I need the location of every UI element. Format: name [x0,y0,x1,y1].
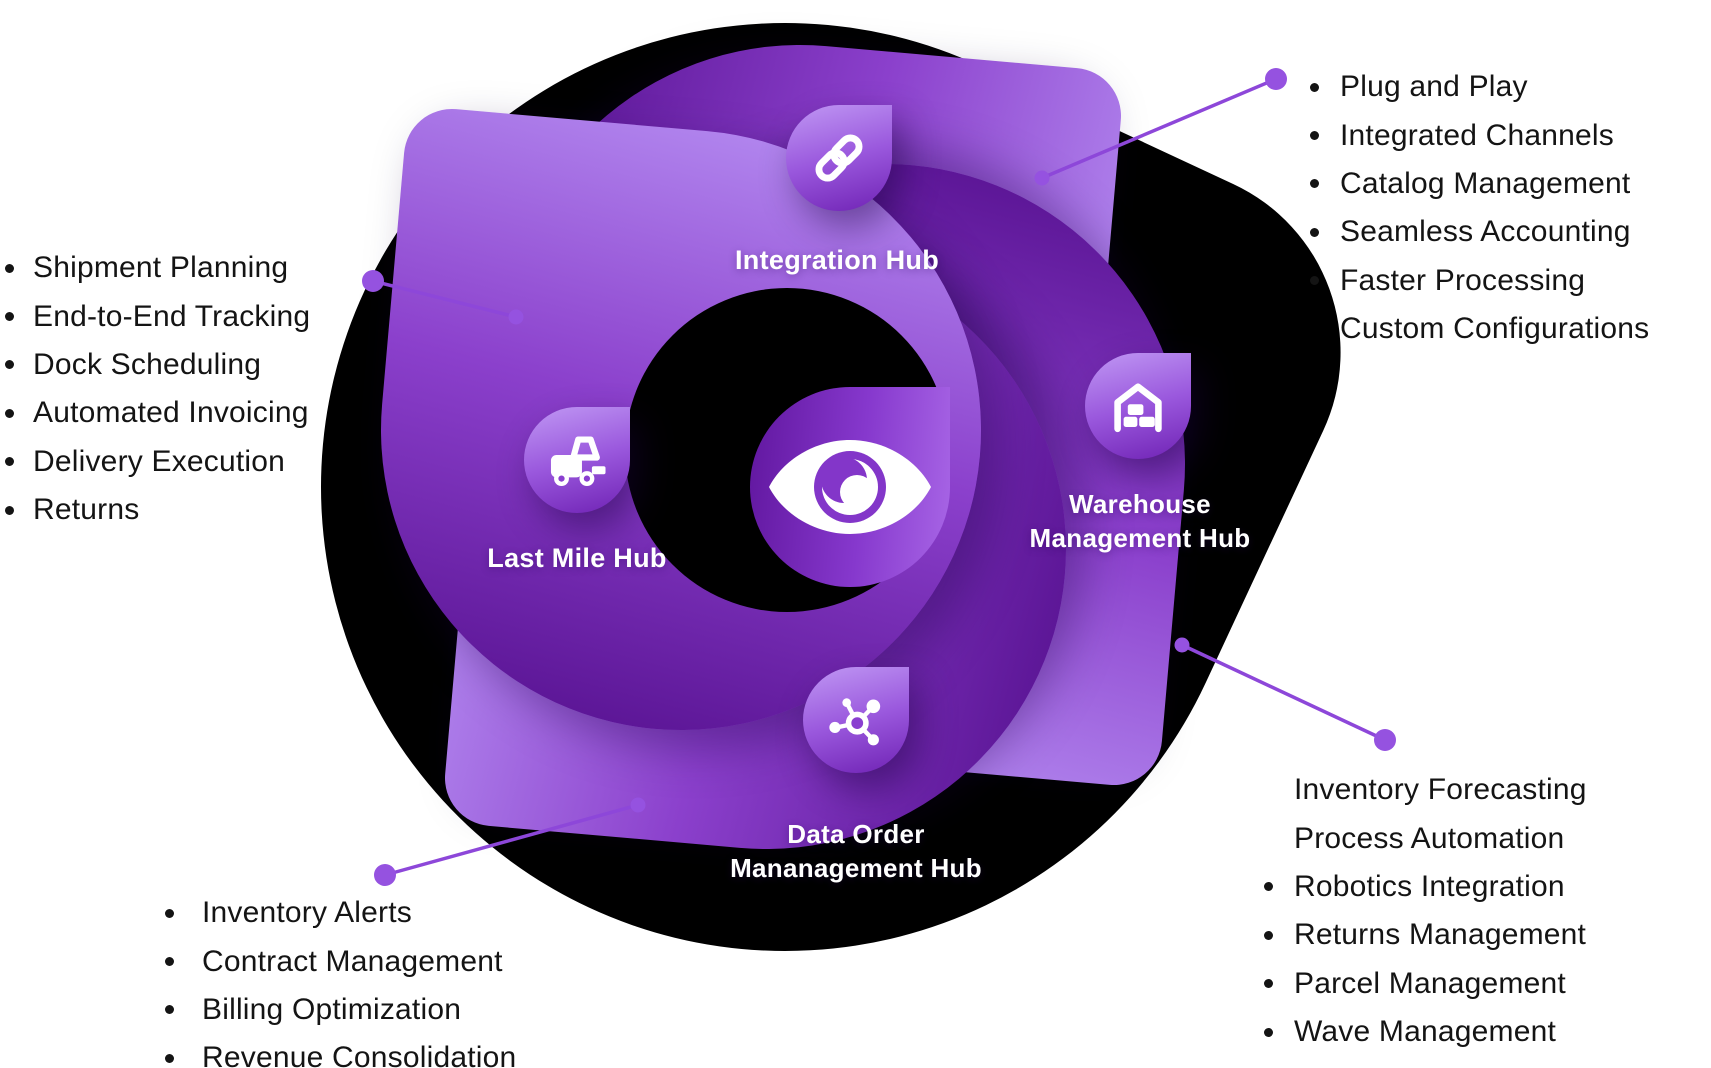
list-item: Automated Invoicing [5,389,310,437]
connector-dot-large [374,864,396,886]
warehouse-hub-label: Warehouse Management Hub [1029,489,1251,553]
list-item-text: Shipment Planning [33,251,289,285]
last-mile-feature-list: Shipment Planning End-to-End Tracking Do… [5,244,310,534]
list-item: Seamless Accounting [1310,208,1649,256]
list-item: Contract Management [165,937,516,985]
list-item-text: Wave Management [1294,1015,1557,1049]
list-item-text: Billing Optimization [202,992,462,1026]
list-item: Dock Scheduling [5,341,310,389]
list-item-text: Automated Invoicing [33,396,309,430]
list-item-text: Seamless Accounting [1340,215,1631,249]
list-item-text: Process Automation [1294,821,1565,855]
list-item-text: Inventory Alerts [202,896,412,930]
list-item: Plug and Play [1310,63,1649,111]
list-item-text: Robotics Integration [1294,869,1565,903]
data-order-label-line1: Data Order [787,819,925,849]
warehouse-feature-list: Inventory Forecasting Process Automation… [1264,766,1587,1056]
last-mile-hub-badge [524,407,630,513]
list-item: Delivery Execution [5,438,310,486]
connector-dot-large [1265,68,1287,90]
list-item-text: Dock Scheduling [33,347,262,381]
list-item-text: Parcel Management [1294,966,1566,1000]
list-item-text: Delivery Execution [33,444,286,478]
list-item: Faster Processing [1310,257,1649,305]
list-item: Returns Management [1264,911,1587,959]
chain-link-icon [815,134,863,182]
list-item-text: Returns [33,493,140,527]
list-item-text: End-to-End Tracking [33,299,311,333]
integration-hub-badge [786,105,892,211]
list-item-text: Returns Management [1294,918,1587,952]
warehouse-icon [1114,383,1162,433]
list-item: Returns [5,486,310,534]
data-order-feature-list: Inventory Alerts Contract Management Bil… [165,889,516,1068]
list-item: Inventory Forecasting [1264,766,1587,814]
forklift-icon [550,436,606,487]
network-icon [829,698,881,746]
list-item: Catalog Management [1310,160,1649,208]
list-item: Parcel Management [1264,960,1587,1008]
list-item: Custom Configurations [1310,305,1649,353]
last-mile-hub-label: Last Mile Hub [487,543,667,573]
list-item: Billing Optimization [165,986,516,1034]
data-order-label-line2: Mananagement Hub [730,852,982,883]
list-item-text: Integrated Channels [1340,118,1614,152]
list-item-text: Catalog Management [1340,166,1631,200]
integration-hub-label: Integration Hub [735,245,939,275]
connector-dot-large [1374,729,1396,751]
list-item: Robotics Integration [1264,863,1587,911]
warehouse-hub-badge [1085,353,1191,459]
list-item-text: Faster Processing [1340,263,1586,297]
list-item: End-to-End Tracking [5,292,310,340]
list-item: Wave Management [1264,1008,1587,1056]
list-item-text: Inventory Forecasting [1294,773,1587,807]
list-item: Shipment Planning [5,244,310,292]
list-item-text: Plug and Play [1340,70,1528,104]
list-item: Inventory Alerts [165,889,516,937]
data-order-hub-badge [803,667,909,773]
list-item: Integrated Channels [1310,111,1649,159]
eye-icon [769,440,931,534]
integration-feature-list: Plug and Play Integrated Channels Catalo… [1310,63,1649,353]
list-item-text: Revenue Consolidation [202,1041,517,1068]
list-item: Process Automation [1264,814,1587,862]
list-item: Revenue Consolidation [165,1034,516,1068]
list-item-text: Contract Management [202,944,503,978]
data-order-hub-label: Data Order Mananagement Hub [696,818,1016,885]
list-item-text: Custom Configurations [1340,312,1650,346]
